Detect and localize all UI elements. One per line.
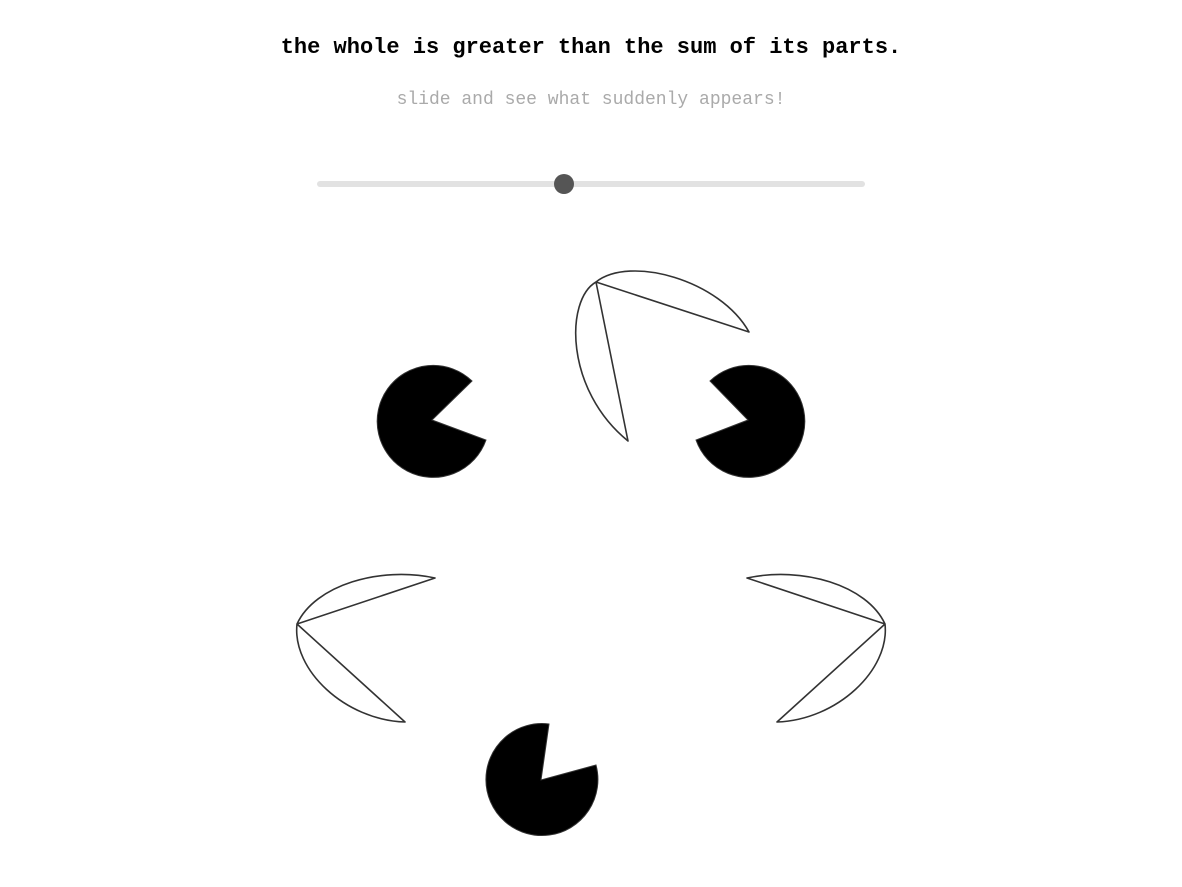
wedge-outline-right	[746, 573, 887, 723]
pacman-inducer-left	[376, 364, 487, 478]
wedge-outline-left	[295, 573, 436, 723]
pacman-inducer-right	[695, 364, 806, 478]
page-title: the whole is greater than the sum of its…	[280, 35, 902, 60]
slider-thumb[interactable]	[553, 174, 574, 194]
illusion-slider[interactable]	[317, 174, 865, 194]
page-subtitle: slide and see what suddenly appears!	[396, 90, 786, 110]
wedge-outline-top	[574, 270, 750, 442]
pacman-inducer-bottom	[485, 723, 599, 836]
